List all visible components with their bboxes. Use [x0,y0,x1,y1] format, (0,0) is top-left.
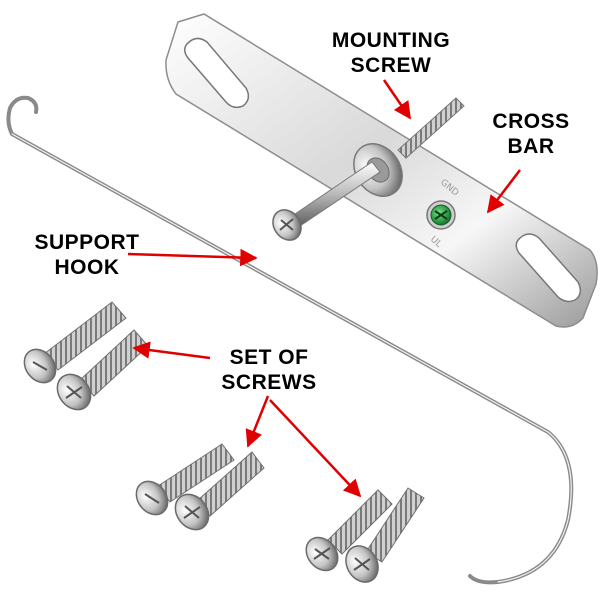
label-mounting-screw: MOUNTING SCREW [306,28,476,78]
screw-group-top-left [23,301,149,411]
label-support-hook-line2: HOOK [54,256,120,279]
label-support-hook-line1: SUPPORT [34,231,140,254]
label-mounting-screw-line2: SCREW [350,54,432,77]
label-set-of-screws-line2: SCREWS [221,371,317,394]
ground-screw [426,200,456,230]
mounting-screw [272,97,465,241]
callout-arrows [127,79,521,498]
arrow-support-hook [127,248,258,267]
arrow-screws-bottom-right [269,399,362,498]
label-support-hook: SUPPORT HOOK [12,230,162,280]
label-set-of-screws: SET OF SCREWS [204,345,334,395]
support-hook [6,95,574,585]
label-cross-bar-line2: BAR [507,135,555,158]
arrow-screws-top-left [132,341,211,360]
label-cross-bar-line1: CROSS [492,110,570,133]
screw-group-bottom-right [305,487,425,583]
arrow-screws-middle [245,395,270,448]
arrow-cross-bar [486,169,521,214]
label-cross-bar: CROSS BAR [476,109,586,159]
label-set-of-screws-line1: SET OF [229,346,309,369]
arrow-mounting-screw [382,79,412,120]
label-mounting-screw-line1: MOUNTING [331,29,451,52]
screw-group-middle [135,443,265,531]
